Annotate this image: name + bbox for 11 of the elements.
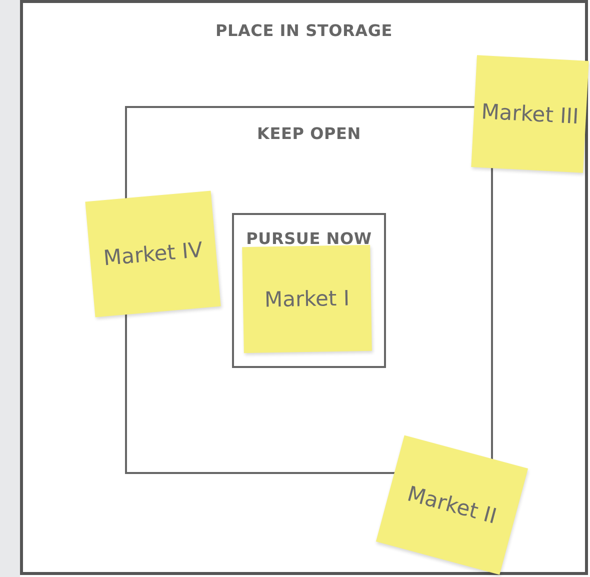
- zone-title: PURSUE NOW: [245, 229, 373, 248]
- note-text: Market III: [480, 99, 580, 129]
- zone-title: PLACE IN STORAGE: [214, 21, 394, 40]
- note-text: Market II: [404, 482, 500, 528]
- outer-zone: [20, 0, 588, 575]
- zone-title: KEEP OPEN: [256, 124, 362, 143]
- inner-zone: [232, 213, 386, 368]
- note-text: Market I: [264, 286, 350, 312]
- sticky-note: [471, 55, 589, 173]
- sticky-note: [242, 244, 372, 354]
- note-text: Market IV: [102, 238, 204, 270]
